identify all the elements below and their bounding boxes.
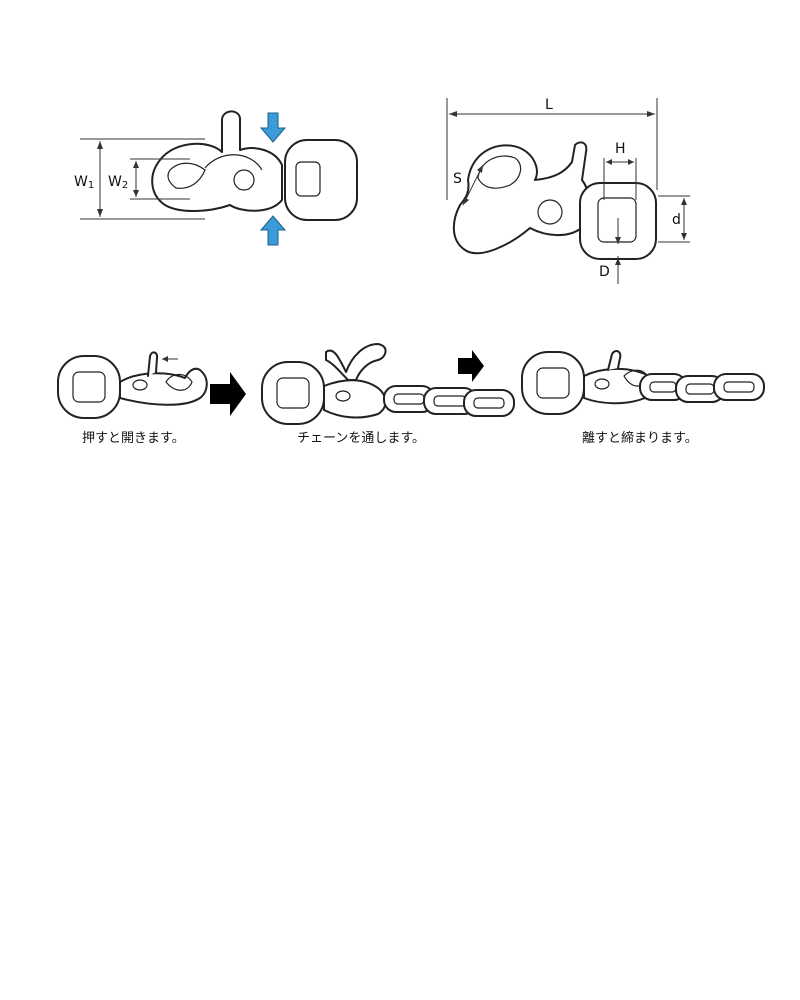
- press-arrow-icon: [259, 112, 287, 246]
- step-1-illustration: [57, 351, 208, 419]
- depth-label: d: [672, 212, 681, 228]
- step-2-caption: チェーンを通します。: [297, 431, 425, 446]
- slot-label: S: [453, 171, 462, 187]
- hook-front-view: [151, 110, 358, 221]
- step-2-illustration: [261, 343, 515, 425]
- step-arrow-icon: [210, 372, 246, 416]
- step-3-caption: 離すと締まります。: [582, 430, 698, 446]
- step-3-illustration: [521, 350, 765, 415]
- step-arrow-icon: [458, 350, 484, 382]
- hook-side-view: [452, 141, 657, 260]
- step-1-caption: 押すと開きます。: [82, 431, 185, 446]
- w2-label: W2: [108, 174, 128, 191]
- height-label: H: [615, 141, 626, 157]
- w-dimensions: W1 W2: [74, 138, 205, 220]
- length-label: L: [545, 97, 553, 113]
- w1-label: W1: [74, 174, 94, 191]
- diameter-label: D: [599, 264, 610, 280]
- side-dimensions: L H d D S: [446, 97, 690, 284]
